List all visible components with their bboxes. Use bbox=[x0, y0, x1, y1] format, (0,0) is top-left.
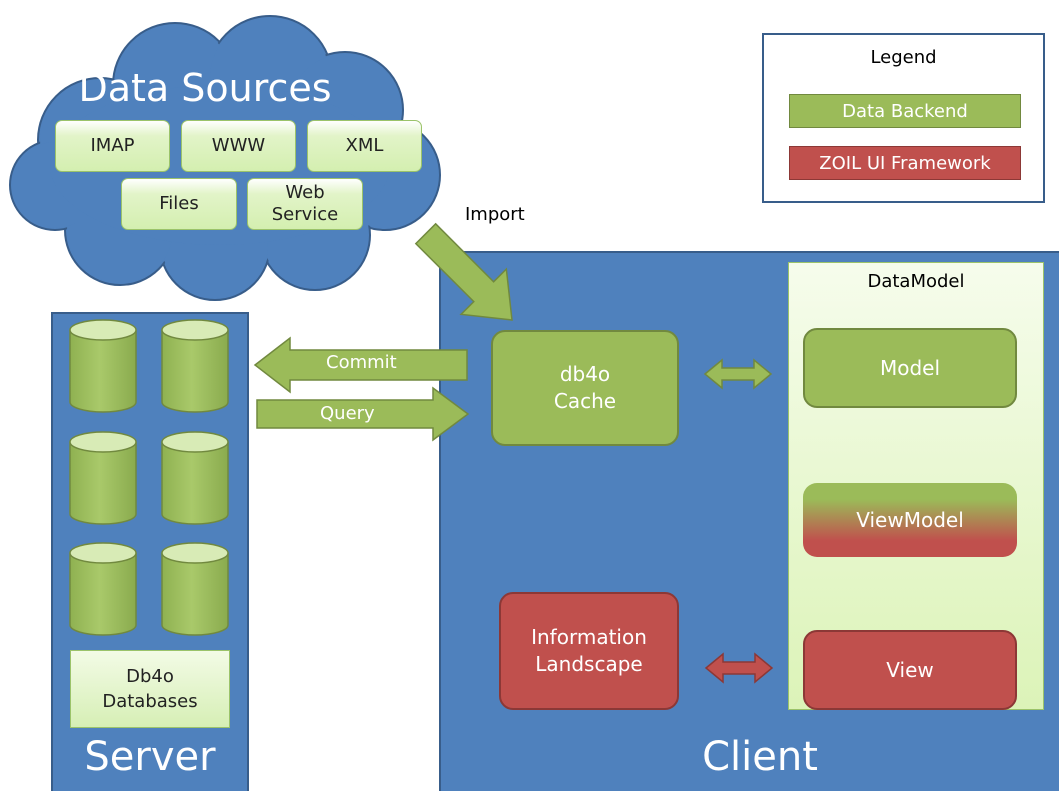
database-cylinders bbox=[69, 319, 229, 636]
source-xml: XML bbox=[307, 120, 422, 172]
database-cylinder-icon bbox=[161, 431, 229, 525]
source-files: Files bbox=[121, 178, 237, 230]
landscape-line1: Information bbox=[531, 625, 647, 649]
commit-label: Commit bbox=[326, 352, 397, 373]
database-cylinder-icon bbox=[69, 319, 137, 413]
database-cylinder-icon bbox=[69, 431, 137, 525]
databases-label-box: Db4o Databases bbox=[70, 650, 230, 728]
commit-arrow bbox=[253, 336, 468, 394]
information-landscape-box: Information Landscape bbox=[499, 592, 679, 710]
source-web-service: Web Service bbox=[247, 178, 363, 230]
legend: Legend Data Backend ZOIL UI Framework bbox=[762, 33, 1045, 203]
viewmodel-box: ViewModel bbox=[803, 483, 1017, 557]
cache-line1: db4o bbox=[559, 362, 611, 386]
query-arrow bbox=[256, 386, 470, 442]
database-cylinder-icon bbox=[161, 542, 229, 636]
cache-line2: Cache bbox=[553, 389, 617, 413]
server-label: Server bbox=[84, 734, 216, 780]
view-box: View bbox=[803, 630, 1017, 710]
query-label: Query bbox=[320, 403, 375, 424]
legend-item-data-backend: Data Backend bbox=[789, 94, 1021, 128]
client-label: Client bbox=[702, 734, 818, 780]
databases-label-line2: Databases bbox=[102, 691, 198, 712]
database-cylinder-icon bbox=[69, 542, 137, 636]
datamodel-title: DataModel bbox=[867, 271, 965, 292]
model-box: Model bbox=[803, 328, 1017, 408]
database-cylinder-icon bbox=[161, 319, 229, 413]
import-arrow bbox=[414, 222, 513, 321]
data-sources-title: Data Sources bbox=[78, 66, 332, 110]
legend-title: Legend bbox=[870, 47, 937, 68]
db4o-cache-box: db4o Cache bbox=[491, 330, 679, 446]
cache-model-double-arrow bbox=[703, 358, 773, 390]
import-label: Import bbox=[465, 204, 525, 225]
legend-item-zoil-ui-framework: ZOIL UI Framework bbox=[789, 146, 1021, 180]
landscape-view-double-arrow bbox=[704, 652, 774, 684]
source-imap: IMAP bbox=[55, 120, 170, 172]
databases-label-line1: Db4o bbox=[126, 665, 174, 687]
source-www: WWW bbox=[181, 120, 296, 172]
landscape-line2: Landscape bbox=[535, 652, 643, 676]
